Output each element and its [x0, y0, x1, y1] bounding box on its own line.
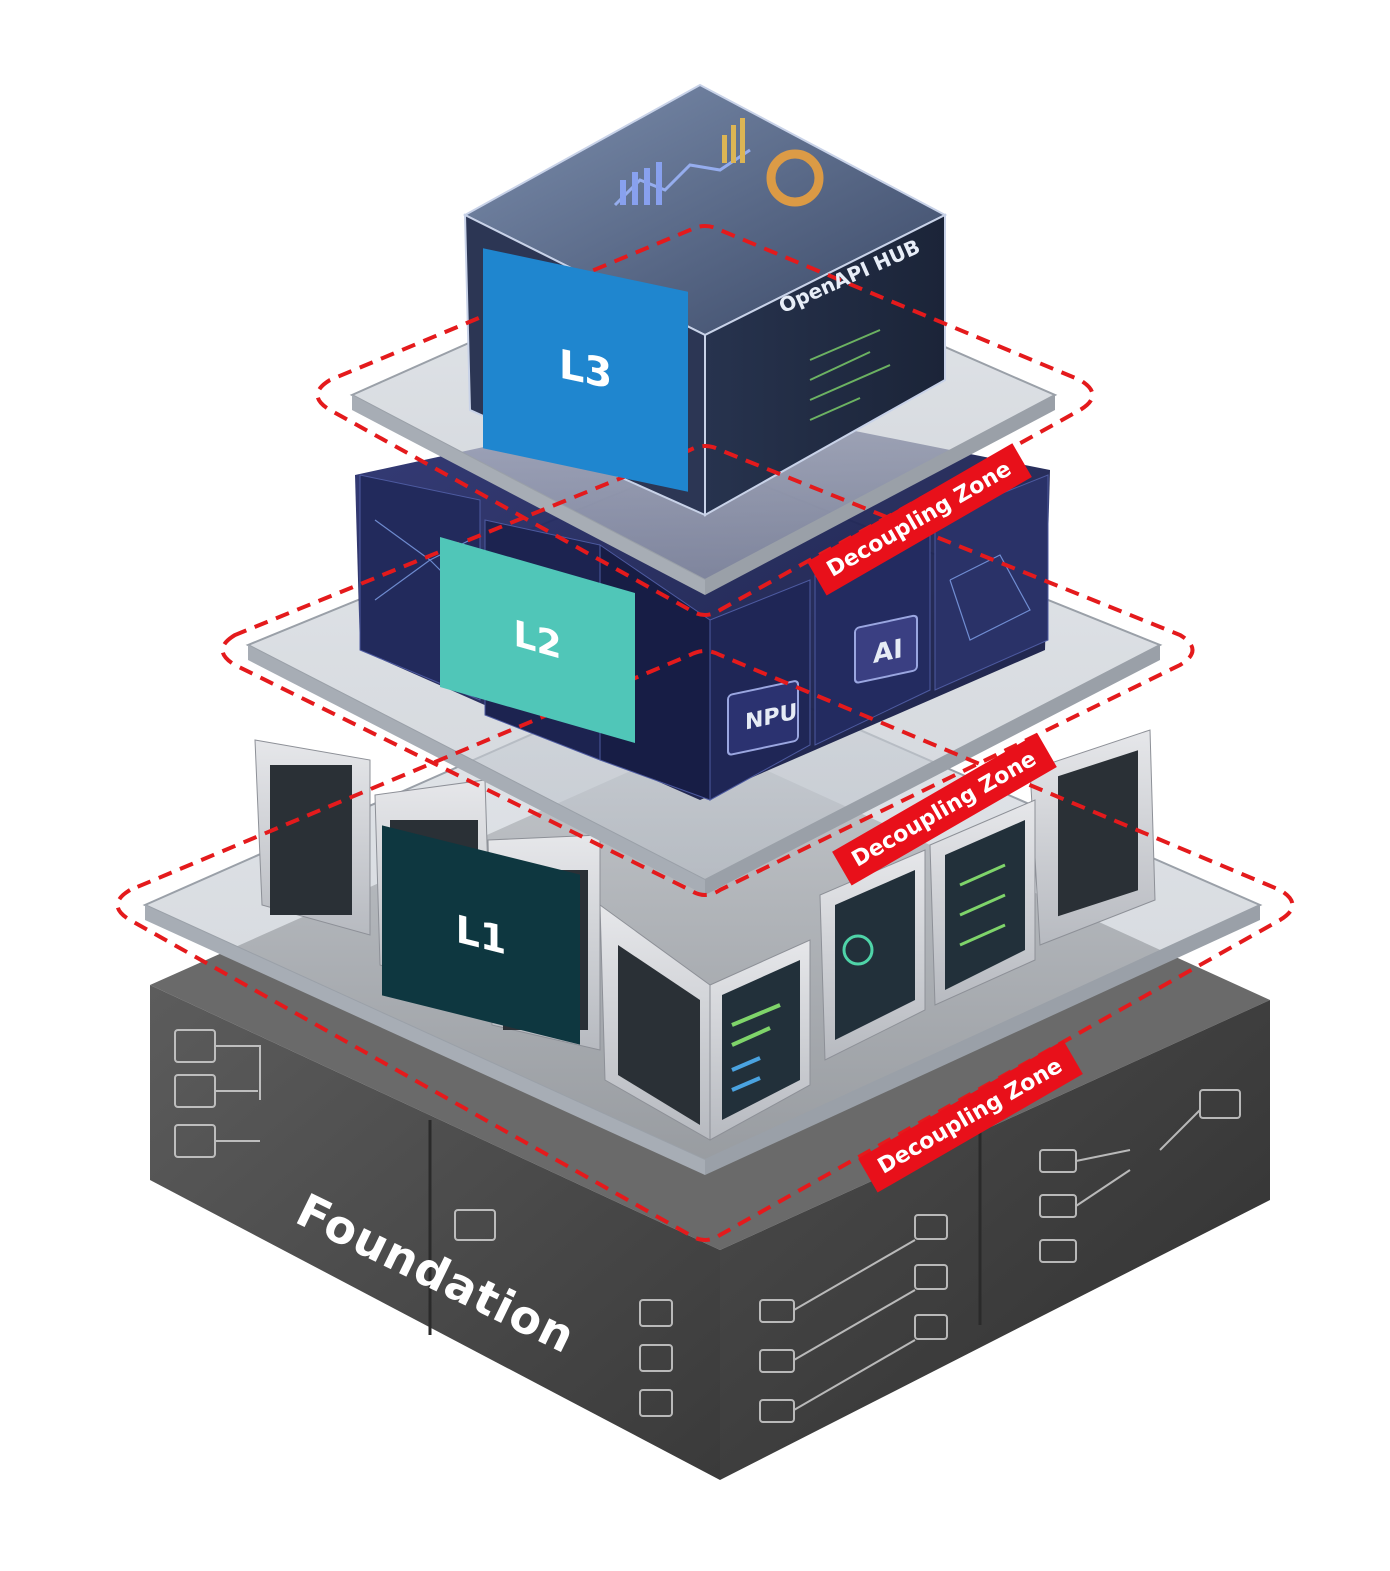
npu-chip-icon — [727, 680, 799, 756]
l1-label: L1 — [455, 906, 507, 964]
decoupling-outlines — [115, 224, 1295, 1242]
ai-chip-icon — [854, 614, 918, 684]
l2-label: L2 — [513, 612, 562, 668]
l3-label: L3 — [558, 341, 613, 399]
ai-chip-label: AI — [873, 633, 903, 671]
